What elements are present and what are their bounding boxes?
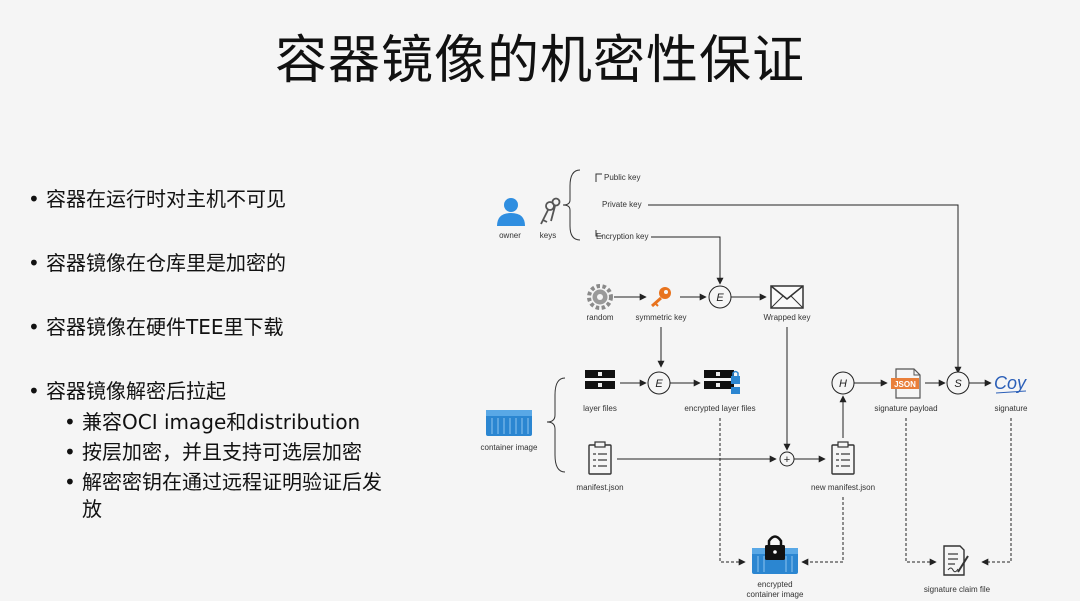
bullet-item: 容器在运行时对主机不可见 <box>26 185 386 213</box>
sub-bullet-item: 按层加密，并且支持可选层加密 <box>62 439 386 466</box>
layer-encrypt-operator-label: E <box>655 378 663 390</box>
lock-icon <box>765 535 785 560</box>
manifest-to-image-dashed-arrow <box>801 497 844 566</box>
bullet-item: 容器镜像在仓库里是加密的 <box>26 249 386 277</box>
encrypted-zip-icon <box>704 370 740 394</box>
bullet-item: 容器镜像在硬件TEE里下载 <box>26 313 386 341</box>
encrypted-container-label-line1: encrypted <box>757 580 792 589</box>
container-brace <box>546 377 566 473</box>
zip-file-icon <box>585 370 615 389</box>
keys-brace <box>562 169 581 241</box>
signature-label: signature <box>995 404 1028 413</box>
bullet-list: 容器在运行时对主机不可见 容器镜像在仓库里是加密的 容器镜像在硬件TEE里下载 … <box>26 185 386 526</box>
json-file-icon <box>891 368 921 399</box>
symmetric-key-label: symmetric key <box>635 313 686 322</box>
json-badge-text: JSON <box>894 380 916 389</box>
new-manifest-label: new manifest.json <box>811 483 875 492</box>
encrypted-layer-files-label: encrypted layer files <box>684 404 755 413</box>
sub-bullet-item: 解密密钥在通过远程证明验证后发放 <box>62 469 386 523</box>
encryption-key-arrow <box>651 236 724 285</box>
new-manifest-icon <box>831 441 855 475</box>
gear-icon <box>587 284 613 310</box>
encryption-key-label: Encryption key <box>596 232 648 241</box>
public-key-label: Public key <box>604 173 640 182</box>
claim-file-icon <box>943 545 969 576</box>
sign-operator-label: S <box>954 378 962 390</box>
combine-operator-label: + <box>784 454 790 466</box>
hash-operator-label: H <box>839 378 847 390</box>
layers-to-image-dashed-arrow <box>719 418 746 566</box>
encrypt-operator-label: E <box>716 292 724 304</box>
signature-underline <box>995 390 1027 394</box>
container-image-icon <box>486 410 532 436</box>
signature-to-claim-dashed-arrow <box>981 418 1012 566</box>
encryption-key-tick <box>595 230 602 237</box>
signature-payload-label: signature payload <box>874 404 937 413</box>
random-label: random <box>586 313 613 322</box>
symmetric-key-icon <box>651 287 671 308</box>
signature-claim-file-label: signature claim file <box>924 585 991 594</box>
slide-title: 容器镜像的机密性保证 <box>274 31 805 91</box>
encrypted-container-label-line2: container image <box>747 590 804 599</box>
public-key-tick <box>595 173 602 182</box>
sub-bullet-list: 兼容OCI image和distribution 按层加密，并且支持可选层加密 … <box>62 409 386 523</box>
bullet-item: 容器镜像解密后拉起 兼容OCI image和distribution 按层加密，… <box>26 377 386 523</box>
signature-icon: Coy <box>994 373 1027 393</box>
envelope-icon <box>770 285 804 309</box>
owner-label: owner <box>499 231 521 240</box>
owner-icon <box>497 198 525 226</box>
private-key-arrow <box>648 204 962 374</box>
payload-to-claim-dashed-arrow <box>905 418 937 566</box>
bullet-text: 容器镜像解密后拉起 <box>46 379 226 403</box>
sub-bullet-item: 兼容OCI image和distribution <box>62 409 386 436</box>
wrapped-key-label: Wrapped key <box>764 313 811 322</box>
manifest-label: manifest.json <box>576 483 623 492</box>
keys-icon <box>540 197 561 225</box>
keys-label: keys <box>540 231 556 240</box>
manifest-icon <box>588 441 612 475</box>
container-image-label: container image <box>481 443 538 452</box>
layer-files-label: layer files <box>583 404 617 413</box>
private-key-label: Private key <box>602 200 642 209</box>
